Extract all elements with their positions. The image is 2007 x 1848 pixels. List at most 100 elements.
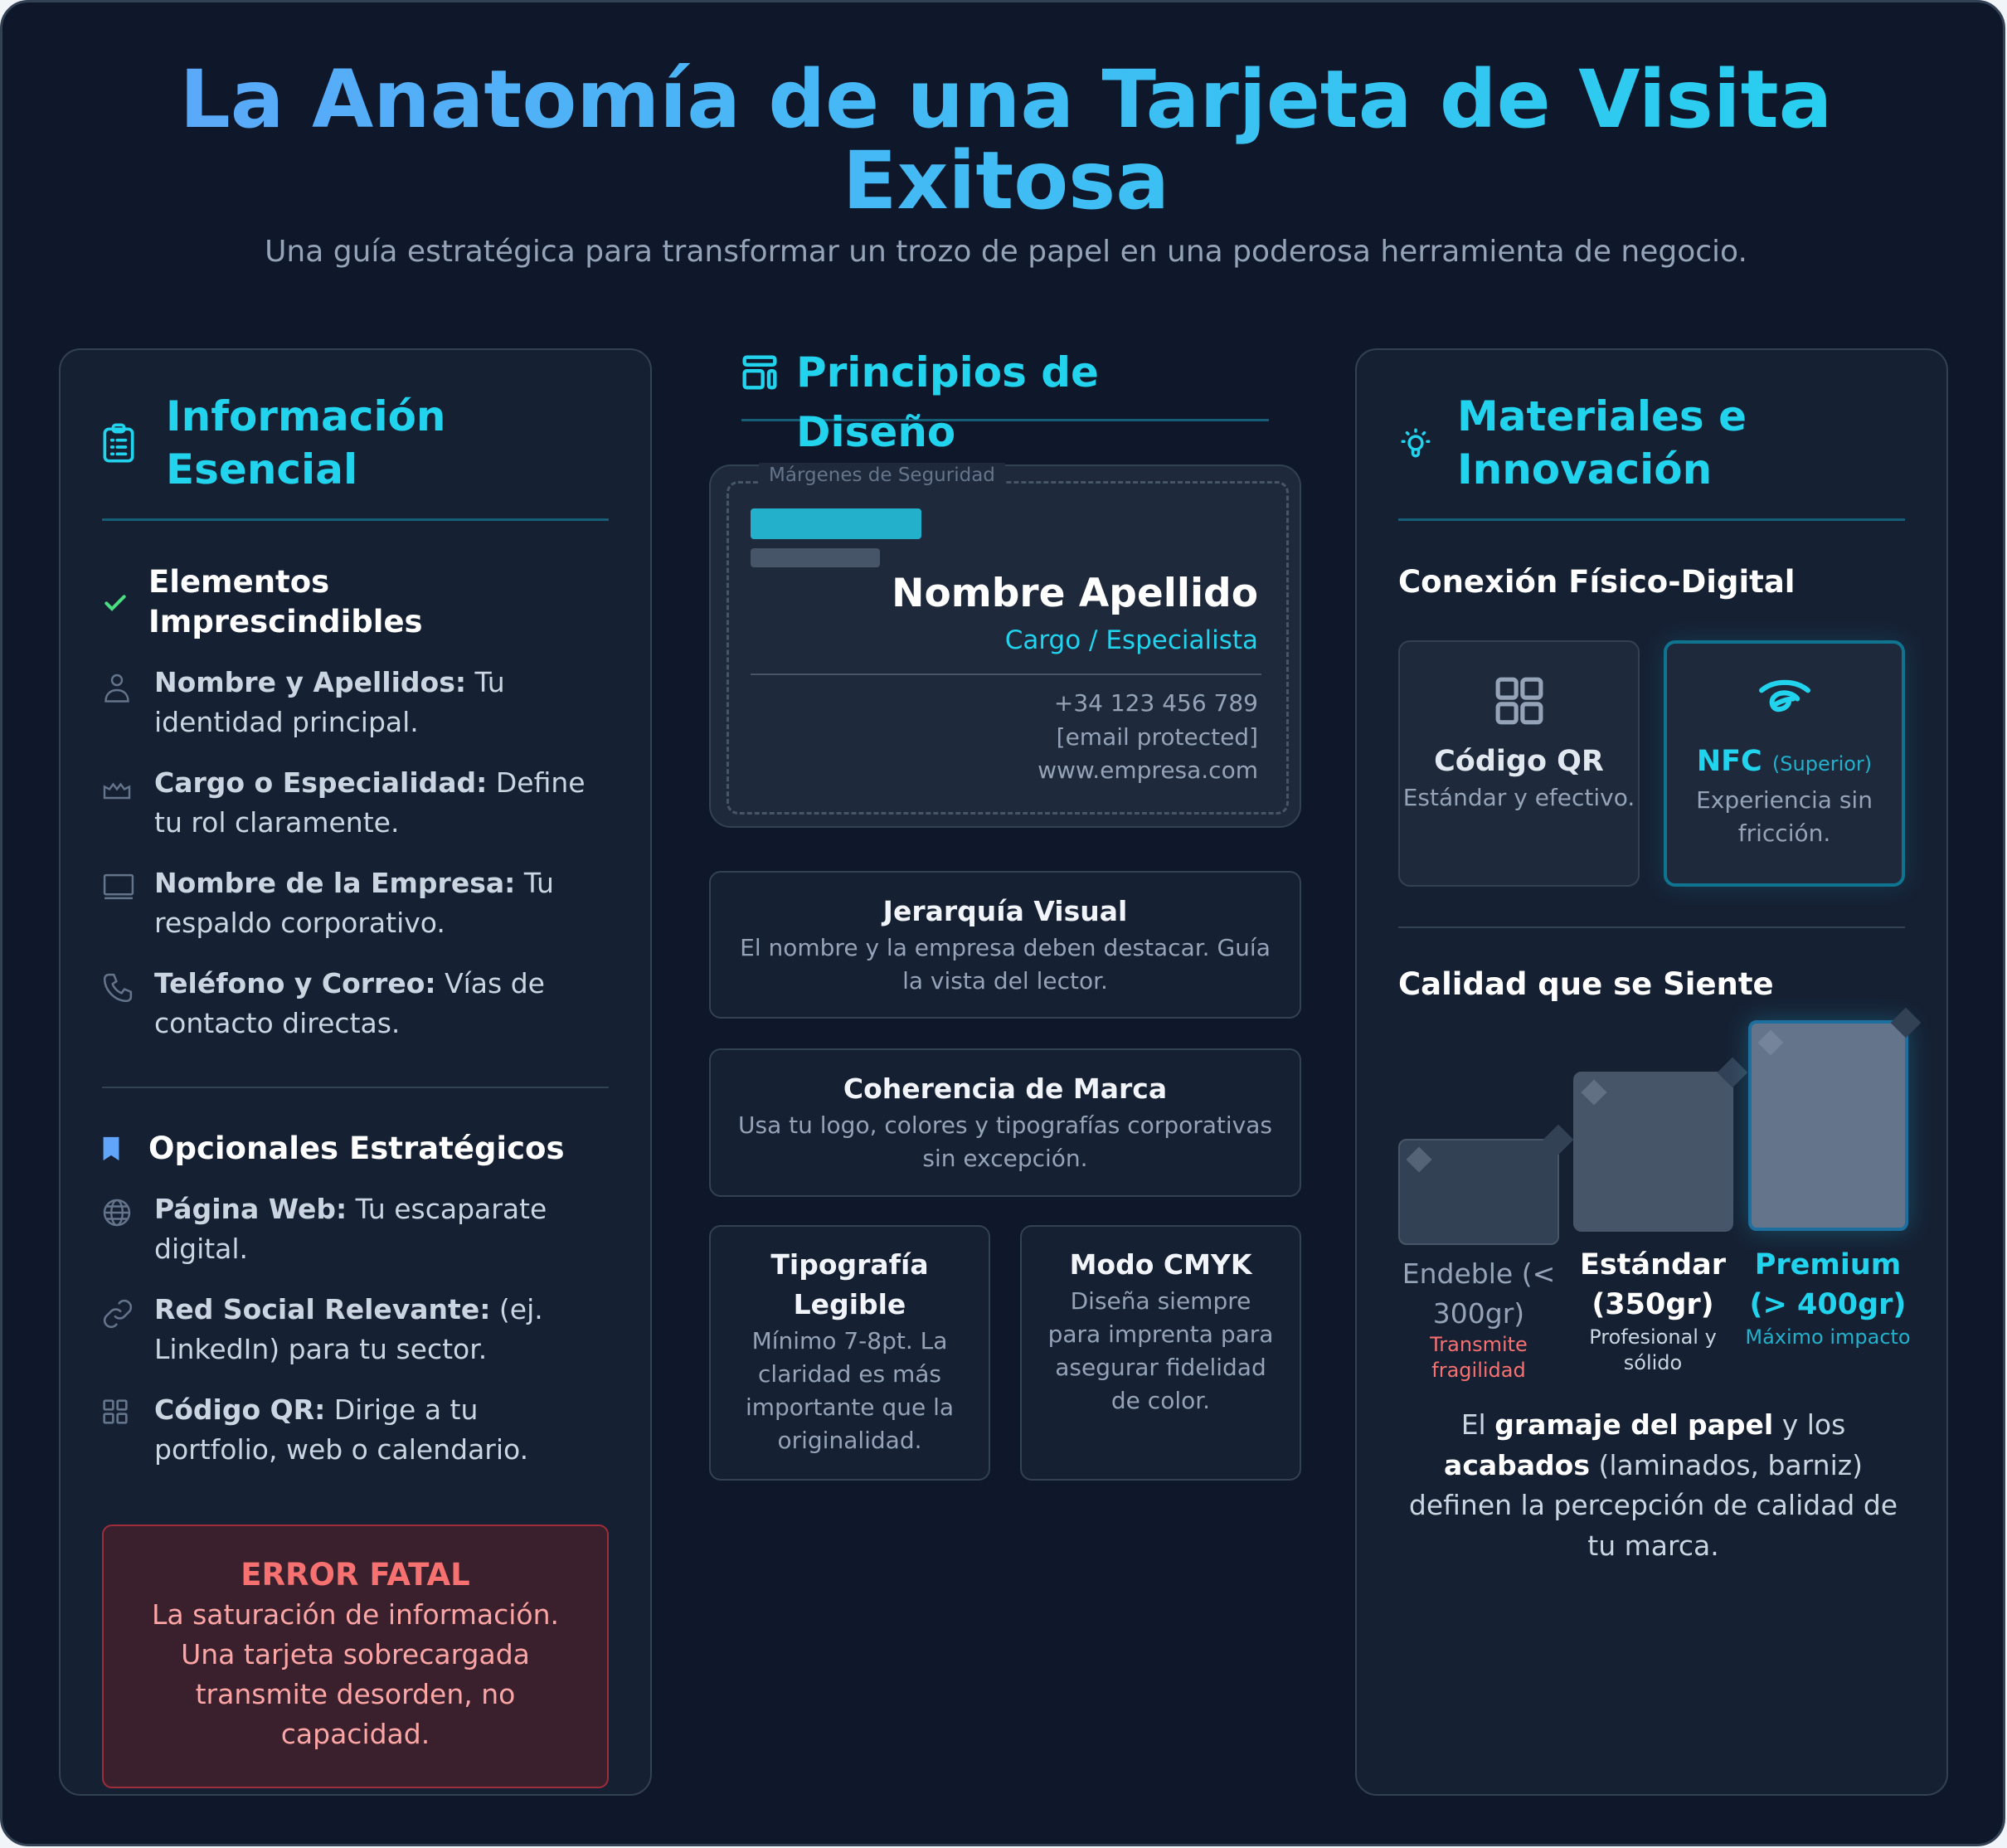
principle-title: Coherencia de Marca (843, 1072, 1168, 1105)
quality-description: El gramaje del papel y los acabados (lam… (1398, 1405, 1908, 1566)
column-title: Principios de Diseño (796, 348, 1099, 456)
essentials-heading: Elementos Imprescindibles (102, 562, 609, 642)
optional-title: Opcionales Estratégicos (148, 1131, 565, 1166)
list-item: Nombre y Apellidos: Tu identidad princip… (102, 663, 609, 742)
principle-text: Usa tu logo, colores y tipografías corpo… (738, 1111, 1272, 1172)
item-label: Teléfono y Correo: (154, 967, 436, 999)
item-label: Nombre y Apellidos: (154, 666, 467, 698)
paper-label: Premium (> 400gr) Máximo impacto (1737, 1245, 1919, 1350)
card-phone: +34 123 456 789 (1053, 689, 1258, 717)
crown-icon (102, 763, 154, 843)
principle-text: El nombre y la empresa deben destacar. G… (740, 934, 1271, 995)
paper-sample-estandar (1573, 1072, 1733, 1232)
panel-title: Información Esencial (166, 392, 446, 494)
business-card-preview: Márgenes de Seguridad Nombre Apellido Ca… (709, 463, 1301, 828)
connection-heading: Conexión Físico-Digital (1398, 564, 1796, 600)
nfc-option-card: NFC (Superior) Experiencia sin fricción. (1664, 640, 1905, 887)
item-text: Tu respaldo corporativo. (154, 867, 554, 939)
safety-margin-label: Márgenes de Seguridad (759, 463, 1005, 488)
paper-note: Máximo impacto (1745, 1325, 1911, 1349)
essential-info-panel: Información Esencial Elementos Imprescin… (59, 348, 652, 1796)
principle-card: Tipografía Legible Mínimo 7-8pt. La clar… (709, 1225, 990, 1481)
paper-sample-endeble (1398, 1139, 1559, 1245)
card-web: www.empresa.com (1038, 756, 1258, 784)
paper-label: Estándar (350gr) Profesional y sólido (1562, 1245, 1744, 1376)
item-label: Cargo o Especialidad: (154, 766, 488, 799)
para-bold: acabados (1444, 1448, 1590, 1481)
option-title: NFC (Superior) (1667, 742, 1902, 784)
nfc-title: NFC (1696, 745, 1762, 778)
paper-note: Profesional y sólido (1589, 1325, 1717, 1374)
column-header: Principios de Diseño (741, 343, 1269, 456)
qr-grid-icon (102, 1390, 154, 1470)
option-text: Estándar y efectivo. (1402, 784, 1635, 811)
list-item: Nombre de la Empresa: Tu respaldo corpor… (102, 863, 609, 943)
option-text: Experiencia sin fricción. (1696, 786, 1873, 847)
page-subtitle: Una guía estratégica para transformar un… (265, 235, 1747, 269)
item-text: (ej. LinkedIn) para tu sector. (154, 1293, 543, 1365)
laptop-icon (102, 863, 154, 943)
list-item: Teléfono y Correo: Vías de contacto dire… (102, 964, 609, 1043)
card-email: [email protected] (1056, 722, 1258, 751)
paper-note: Transmite fragilidad (1430, 1333, 1528, 1382)
principle-card: Coherencia de Marca Usa tu logo, colores… (709, 1048, 1301, 1197)
error-callout: ERROR FATAL La saturación de información… (102, 1525, 609, 1788)
logo-placeholder (751, 508, 921, 539)
paper-name: Premium (> 400gr) (1749, 1248, 1907, 1321)
item-text: Tu escaparate digital. (154, 1193, 547, 1265)
phone-icon (102, 964, 154, 1043)
list-item: Cargo o Especialidad: Define tu rol clar… (102, 763, 609, 843)
principle-text: Mínimo 7-8pt. La claridad es más importa… (745, 1327, 955, 1454)
qr-grid-icon (1494, 677, 1545, 730)
para-text: El (1460, 1408, 1495, 1441)
paper-name: Endeble (< 300gr) (1402, 1257, 1556, 1330)
principle-card: Jerarquía Visual El nombre y la empresa … (709, 871, 1301, 1019)
item-text: Define tu rol claramente. (154, 766, 586, 839)
paper-label: Endeble (< 300gr) Transmite fragilidad (1387, 1254, 1570, 1384)
panel-header: Información Esencial (102, 350, 609, 521)
option-title: Código QR (1434, 745, 1604, 778)
user-icon (102, 663, 154, 742)
para-text: (laminados, barniz) definen la percepció… (1408, 1448, 1898, 1562)
link-icon (102, 1290, 154, 1369)
page-title: La Anatomía de una Tarjeta de Visita Exi… (2, 59, 2003, 221)
paper-sample-premium (1748, 1020, 1908, 1231)
para-text: y los (1773, 1408, 1846, 1441)
item-text: Dirige a tu portfolio, web o calendario. (154, 1393, 529, 1466)
item-label: Red Social Relevante: (154, 1293, 491, 1325)
card-name: Nombre Apellido (892, 571, 1258, 616)
panel-title: Materiales e Innovación (1457, 392, 1747, 494)
paper-name: Estándar (350gr) (1580, 1248, 1726, 1321)
materials-panel: Materiales e Innovación Conexión Físico-… (1355, 348, 1948, 1796)
bookmark-icon (102, 1136, 148, 1162)
check-icon (102, 589, 148, 615)
item-text: Vías de contacto directas. (154, 967, 545, 1039)
quality-heading: Calidad que se Siente (1398, 966, 1774, 1002)
principle-title: Jerarquía Visual (882, 895, 1128, 927)
list-item: Código QR: Dirige a tu portfolio, web o … (102, 1390, 609, 1470)
clipboard-list-icon (102, 422, 166, 464)
company-placeholder (751, 548, 880, 567)
panel-header: Materiales e Innovación (1398, 350, 1905, 521)
principle-card: Modo CMYK Diseña siempre para imprenta p… (1020, 1225, 1301, 1481)
card-divider (751, 674, 1261, 675)
nfc-tag: (Superior) (1771, 752, 1873, 776)
error-text: La saturación de información. Una tarjet… (152, 1598, 559, 1750)
divider (102, 1087, 609, 1088)
layout-icon (741, 354, 778, 394)
para-bold: gramaje del papel (1494, 1408, 1774, 1441)
nfc-icon (1757, 679, 1812, 730)
principle-title: Modo CMYK (1069, 1248, 1252, 1281)
essentials-title: Elementos Imprescindibles (148, 564, 423, 640)
item-label: Código QR: (154, 1393, 326, 1426)
connection-options: Código QR Estándar y efectivo. NFC (Supe… (1398, 640, 1905, 887)
item-label: Página Web: (154, 1193, 347, 1225)
qr-option-card: Código QR Estándar y efectivo. (1398, 640, 1640, 887)
globe-icon (102, 1189, 154, 1269)
optional-heading: Opcionales Estratégicos (102, 1129, 609, 1169)
principle-title: Tipografía Legible (770, 1248, 929, 1320)
error-title: ERROR FATAL (241, 1557, 470, 1593)
safety-margin-outline (727, 481, 1289, 815)
list-item: Red Social Relevante: (ej. LinkedIn) par… (102, 1290, 609, 1369)
